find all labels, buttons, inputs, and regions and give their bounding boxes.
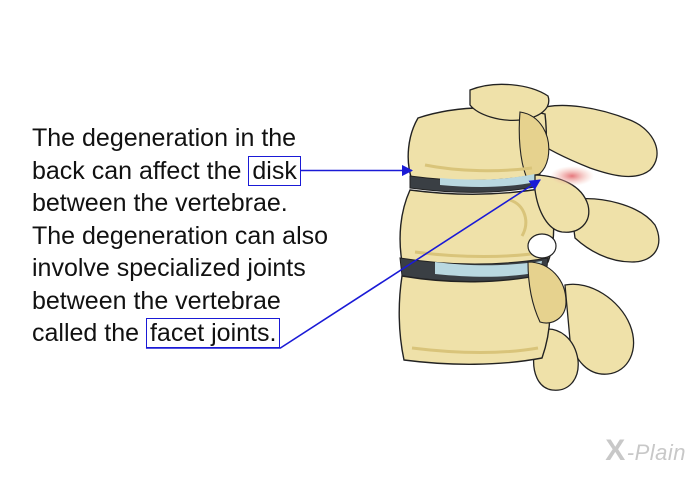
xplain-logo: X-Plain bbox=[605, 434, 686, 468]
shading-lower bbox=[411, 346, 539, 354]
spinal-canal-opening bbox=[527, 233, 557, 259]
spinous-process-lower bbox=[564, 283, 635, 375]
shading-upper bbox=[424, 163, 533, 173]
facet-joints-label: facet joints. bbox=[145, 318, 281, 348]
caption-line: The degeneration can also bbox=[32, 221, 329, 250]
lamina-lower bbox=[527, 261, 567, 324]
facet-joints-arrow bbox=[145, 179, 541, 349]
logo-text: -Plain bbox=[626, 440, 686, 465]
facet-joint-inflammation bbox=[550, 166, 594, 186]
disk-upper-nucleus bbox=[440, 174, 536, 187]
disk-lower bbox=[399, 257, 549, 283]
caption-text: The degeneration in the back can affect … bbox=[32, 122, 412, 350]
logo-x-mark: X bbox=[605, 434, 626, 467]
disk-lower-nucleus bbox=[435, 261, 542, 277]
vertebra-middle bbox=[399, 174, 590, 268]
vertebra-upper-top bbox=[469, 83, 550, 121]
posterior-elements bbox=[532, 104, 660, 391]
pedicle-middle bbox=[509, 198, 528, 237]
caption-line: called the facet joints. bbox=[32, 317, 412, 350]
caption-line: involve specialized joints bbox=[32, 254, 306, 282]
transverse-process-middle bbox=[569, 198, 660, 263]
caption-text-fragment: back can affect the bbox=[32, 156, 249, 185]
vertebra-lower bbox=[398, 261, 567, 365]
caption-line: between the vertebrae. bbox=[32, 189, 288, 217]
spinous-process-upper bbox=[534, 104, 658, 178]
caption-line: between the vertebrae bbox=[32, 286, 281, 315]
disk-label: disk bbox=[248, 155, 301, 186]
caption-line: back can affect the disk bbox=[32, 155, 412, 188]
vertebra-upper bbox=[407, 83, 550, 184]
caption-line: The degeneration in the bbox=[32, 124, 297, 152]
vertebral-body-lower bbox=[398, 273, 551, 365]
caption-text-fragment: called the bbox=[32, 319, 146, 347]
